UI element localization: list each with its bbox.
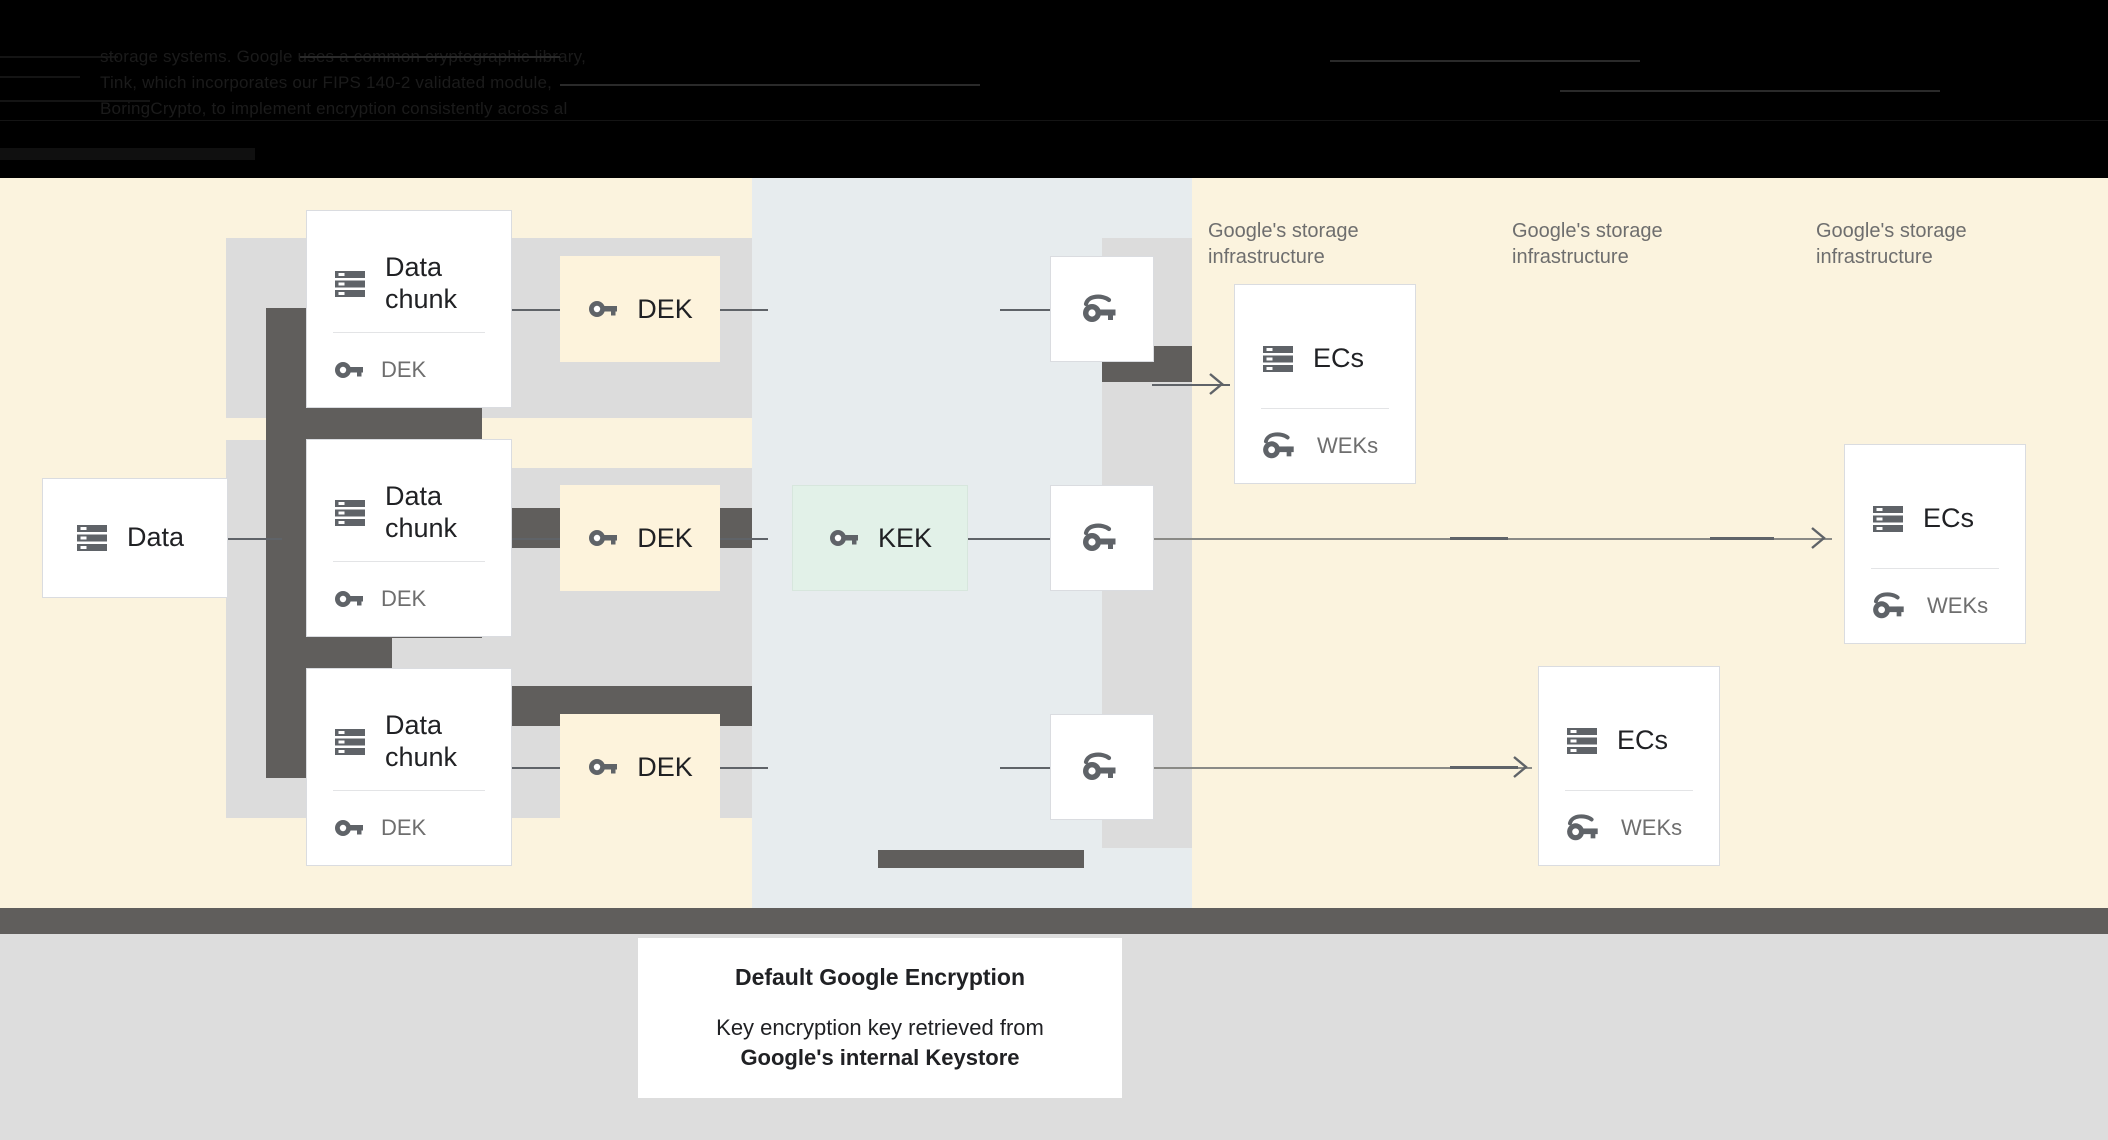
arrow-seg-ec2-a — [1450, 537, 1508, 540]
data-chunk-key-label: DEK — [381, 815, 427, 840]
caption-body: Key encryption key retrieved from Google… — [716, 1013, 1044, 1073]
card-divider — [1565, 790, 1693, 791]
key-icon — [335, 591, 363, 607]
key-icon — [589, 530, 618, 546]
connector-chunk1-dek — [512, 309, 560, 311]
obscured-header-band: storage systems. Google uses a common cr… — [0, 0, 2108, 160]
connector-kek-wrapped — [968, 538, 1052, 540]
wrapped-key-icon — [1083, 294, 1116, 322]
connector-chunk3-dek — [512, 767, 560, 769]
storage-icon — [1263, 345, 1293, 372]
storage-icon — [335, 270, 365, 297]
ec-card-title: ECs — [1923, 502, 1975, 533]
data-chunk-card-1[interactable]: Data chunk DEK — [306, 210, 512, 408]
dek-box-1[interactable]: DEK — [560, 256, 720, 362]
connector-chunk2-dek — [512, 538, 560, 540]
ec-card-key-label: WEKs — [1621, 815, 1683, 840]
data-chunk-title: Data chunk — [385, 251, 458, 314]
key-icon — [335, 362, 363, 378]
arrow-line-ec3 — [1152, 767, 1532, 769]
storage-icon — [77, 525, 107, 551]
card-divider — [1871, 568, 1999, 569]
data-source-card[interactable]: Data — [42, 478, 228, 598]
caption-card: Default Google Encryption Key encryption… — [638, 938, 1122, 1098]
connector-kek-branch-bottom — [1000, 767, 1052, 769]
wrapped-key-icon — [1083, 752, 1116, 780]
wrapped-key-icon — [1263, 432, 1294, 459]
data-source-title: Data — [127, 522, 185, 553]
wrapped-key-box-3[interactable] — [1050, 714, 1154, 820]
storage-icon — [335, 499, 365, 526]
wrapped-key-icon — [1083, 523, 1116, 551]
data-chunk-key-label: DEK — [381, 586, 427, 611]
wrapped-key-box-2[interactable] — [1050, 485, 1154, 591]
caption-title: Default Google Encryption — [734, 963, 1026, 990]
key-icon — [589, 301, 618, 317]
caption-body-line2: Google's internal Keystore — [740, 1044, 1020, 1070]
wrapped-key-box-1[interactable] — [1050, 256, 1154, 362]
diagram-canvas: Data Data chunk DEK — [0, 178, 2108, 908]
storage-icon — [1567, 727, 1597, 754]
connector-source-to-chunks — [196, 538, 282, 540]
key-icon — [829, 530, 858, 546]
card-divider — [333, 332, 485, 333]
ec-card-key-label: WEKs — [1927, 593, 1989, 618]
data-chunk-title: Data chunk — [385, 480, 458, 543]
dek-box-label: DEK — [637, 293, 693, 324]
data-chunk-card-3[interactable]: Data chunk DEK — [306, 668, 512, 866]
connector-dek2-wrapped — [720, 538, 768, 540]
card-divider — [333, 790, 485, 791]
arrow-seg-ec3-a — [1450, 766, 1518, 769]
dek-box-label: DEK — [637, 751, 693, 782]
storage-icon — [335, 728, 365, 755]
connector-dek1-wrapped — [720, 309, 768, 311]
data-chunk-key-label: DEK — [381, 357, 427, 382]
footer-divider-bar — [0, 908, 2108, 934]
dek-box-3[interactable]: DEK — [560, 714, 720, 820]
kek-box[interactable]: KEK — [792, 485, 968, 591]
infra-label-3: Google's storage infrastructure — [1816, 220, 1967, 268]
ec-card-3[interactable]: ECs WEKs — [1844, 444, 2026, 644]
dek-box-label: DEK — [637, 522, 693, 553]
ec-card-title: ECs — [1617, 724, 1669, 755]
wrapped-key-icon — [1873, 592, 1904, 619]
arrowhead-ec1-icon — [1209, 373, 1224, 395]
data-chunk-title: Data chunk — [385, 709, 458, 772]
ec-card-key-label: WEKs — [1317, 433, 1379, 458]
arrow-line-ec1 — [1152, 384, 1230, 386]
kek-box-label: KEK — [877, 522, 933, 553]
card-divider — [333, 561, 485, 562]
arrowhead-ec3-icon — [1513, 756, 1528, 778]
ec-card-2[interactable]: ECs WEKs — [1538, 666, 1720, 866]
key-icon — [335, 820, 363, 836]
key-icon — [589, 759, 618, 775]
arrowhead-ec2-icon — [1811, 527, 1826, 549]
infra-label-1: Google's storage infrastructure — [1208, 220, 1359, 268]
wrapped-key-icon — [1567, 814, 1598, 841]
connector-kek-branch-top — [1000, 309, 1052, 311]
data-chunk-card-2[interactable]: Data chunk DEK — [306, 439, 512, 637]
card-divider — [1261, 408, 1389, 409]
infra-label-2: Google's storage infrastructure — [1512, 220, 1663, 268]
ec-card-title: ECs — [1313, 342, 1365, 373]
connector-dek3-wrapped — [720, 767, 768, 769]
storage-icon — [1873, 505, 1903, 532]
header-line-3: BoringCrypto, to implement encryption co… — [100, 99, 568, 118]
dek-box-2[interactable]: DEK — [560, 485, 720, 591]
occlusion-bottom-strip — [878, 850, 1084, 868]
header-foot-block — [0, 148, 255, 160]
header-line-2: Tink, which incorporates our FIPS 140-2 … — [100, 73, 553, 92]
caption-body-line1: Key encryption key retrieved from — [716, 1014, 1044, 1040]
arrow-seg-ec2-b — [1710, 537, 1774, 540]
ec-card-1[interactable]: ECs WEKs — [1234, 284, 1416, 484]
